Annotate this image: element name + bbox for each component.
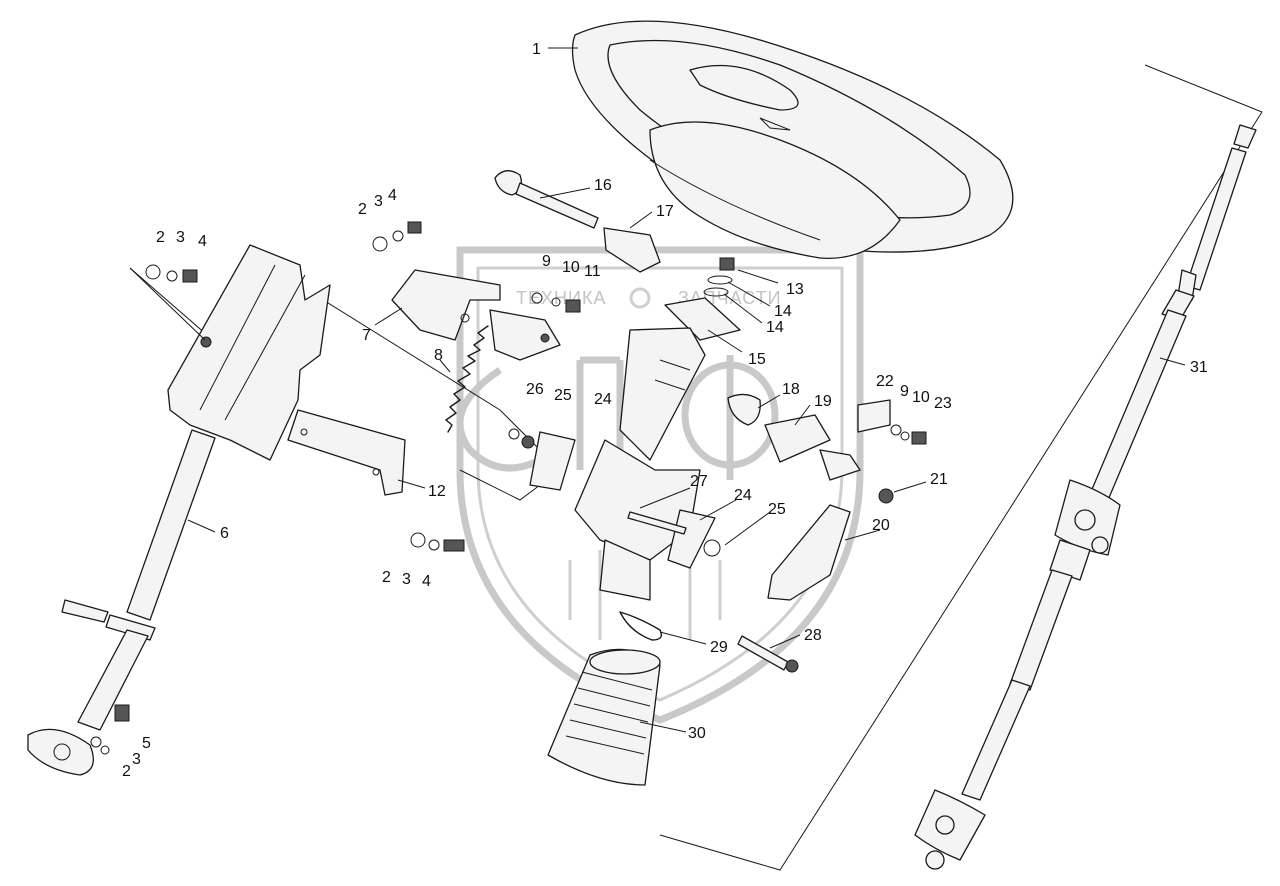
callout-4a: 4 xyxy=(198,233,207,250)
callout-14b: 14 xyxy=(766,319,784,336)
callout-9a: 9 xyxy=(542,253,551,270)
callout-18: 18 xyxy=(782,381,800,398)
return-spring xyxy=(445,325,489,433)
callout-3b: 3 xyxy=(374,193,383,210)
callout-25b: 25 xyxy=(768,501,786,518)
callout-2d: 2 xyxy=(122,763,131,780)
upper-column-housing xyxy=(529,297,741,601)
callout-20: 20 xyxy=(872,517,890,534)
callout-26: 26 xyxy=(526,381,544,398)
callout-2c: 2 xyxy=(382,569,391,586)
callout-16: 16 xyxy=(594,177,612,194)
callout-28: 28 xyxy=(804,627,822,644)
callout-9b: 9 xyxy=(900,383,909,400)
callout-5: 5 xyxy=(142,735,151,752)
callout-14a: 14 xyxy=(774,303,792,320)
callout-labels: 1 2 3 4 2 3 4 2 3 4 2 3 5 6 7 8 9 10 11 … xyxy=(122,41,1208,780)
gear-icon xyxy=(629,287,651,309)
upper-bracket xyxy=(391,269,561,361)
callout-3c: 3 xyxy=(402,571,411,588)
callout-4c: 4 xyxy=(422,573,431,590)
callout-8: 8 xyxy=(434,347,443,364)
callout-15: 15 xyxy=(748,351,766,368)
callout-10a: 10 xyxy=(562,259,580,276)
callout-24b: 24 xyxy=(734,487,752,504)
boot-bolt xyxy=(737,635,789,671)
callout-22: 22 xyxy=(876,373,894,390)
callout-25a: 25 xyxy=(554,387,572,404)
column-tube xyxy=(27,244,331,776)
callout-12: 12 xyxy=(428,483,446,500)
callout-7: 7 xyxy=(362,327,371,344)
callout-31: 31 xyxy=(1190,359,1208,376)
pivot-bolt xyxy=(494,170,661,273)
watermark-left-word: ТЕХНИКА xyxy=(516,288,606,308)
callout-4b: 4 xyxy=(388,187,397,204)
intermediate-shaft xyxy=(914,124,1257,870)
callout-6: 6 xyxy=(220,525,229,542)
callout-30: 30 xyxy=(688,725,706,742)
callout-27: 27 xyxy=(690,473,708,490)
callout-29: 29 xyxy=(710,639,728,656)
callout-11: 11 xyxy=(584,263,601,280)
callout-17: 17 xyxy=(656,203,674,220)
tilt-lever-assembly xyxy=(727,393,894,601)
callout-13: 13 xyxy=(786,281,804,298)
callout-10b: 10 xyxy=(912,389,930,406)
callout-1: 1 xyxy=(532,41,541,58)
callout-24a: 24 xyxy=(594,391,612,408)
callout-2b: 2 xyxy=(358,201,367,218)
callout-3d: 3 xyxy=(132,751,141,768)
callout-19: 19 xyxy=(814,393,832,410)
callout-2a: 2 xyxy=(156,229,165,246)
lower-plate xyxy=(287,409,406,496)
callout-3a: 3 xyxy=(176,229,185,246)
boot-bolt-head xyxy=(785,659,799,673)
leader-lines xyxy=(129,47,1186,733)
hardware xyxy=(90,221,927,755)
steering-wheel xyxy=(571,20,1014,259)
callout-23: 23 xyxy=(934,395,952,412)
shaft-frame-outline xyxy=(659,64,1263,871)
boot-spring xyxy=(619,611,663,641)
bellows-boot xyxy=(547,648,661,786)
callout-21: 21 xyxy=(930,471,948,488)
